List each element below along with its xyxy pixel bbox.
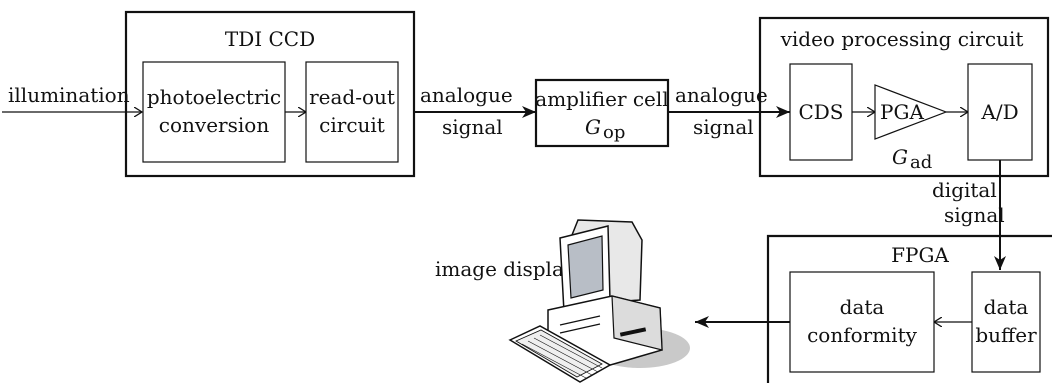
pga-amplifier-triangle — [874, 84, 948, 140]
video-title: video processing circuit — [780, 27, 1024, 51]
computer-icon — [508, 219, 690, 383]
digital-label-2: signal — [944, 203, 1005, 227]
signal1-label-2: signal — [442, 115, 503, 139]
tdi-ccd-block — [124, 10, 416, 178]
conformity-label-1: data — [840, 295, 885, 319]
ad-box — [967, 63, 1033, 161]
pga-gain-sub: ad — [910, 152, 932, 173]
amplifier-gain-symbol: G — [585, 115, 601, 139]
fpga-block — [766, 234, 1052, 383]
buffer-label-2: buffer — [975, 323, 1037, 347]
signal1-label-1: analogue — [420, 83, 513, 107]
signal2-label-2: signal — [693, 115, 754, 139]
photo-label-1: photoelectric — [147, 85, 281, 109]
photo-label-2: conversion — [159, 113, 270, 137]
tdi-ccd-title: TDI CCD — [225, 27, 315, 51]
illumination-label: illumination — [8, 83, 130, 107]
fpga-title: FPGA — [891, 243, 949, 267]
amplifier-gain-sub: op — [603, 122, 625, 143]
pga-label: PGA — [880, 100, 924, 124]
video-processing-block — [758, 16, 1050, 178]
image-display-label: image display — [435, 257, 576, 281]
digital-label-1: digital — [932, 178, 997, 202]
data-buffer-box — [971, 271, 1041, 373]
ad-label: A/D — [980, 100, 1018, 124]
readout-label-2: circuit — [319, 113, 385, 137]
conformity-label-2: conformity — [807, 323, 918, 347]
cds-label: CDS — [798, 100, 843, 124]
readout-label-1: read-out — [309, 85, 395, 109]
readout-circuit-box — [305, 61, 399, 163]
amplifier-label: amplifier cell — [535, 87, 668, 111]
signal2-label-1: analogue — [675, 83, 768, 107]
buffer-label-1: data — [984, 295, 1029, 319]
data-conformity-box — [789, 271, 935, 373]
cds-box — [789, 63, 853, 161]
pga-gain-symbol: G — [892, 145, 908, 169]
photoelectric-conversion-box — [142, 61, 286, 163]
